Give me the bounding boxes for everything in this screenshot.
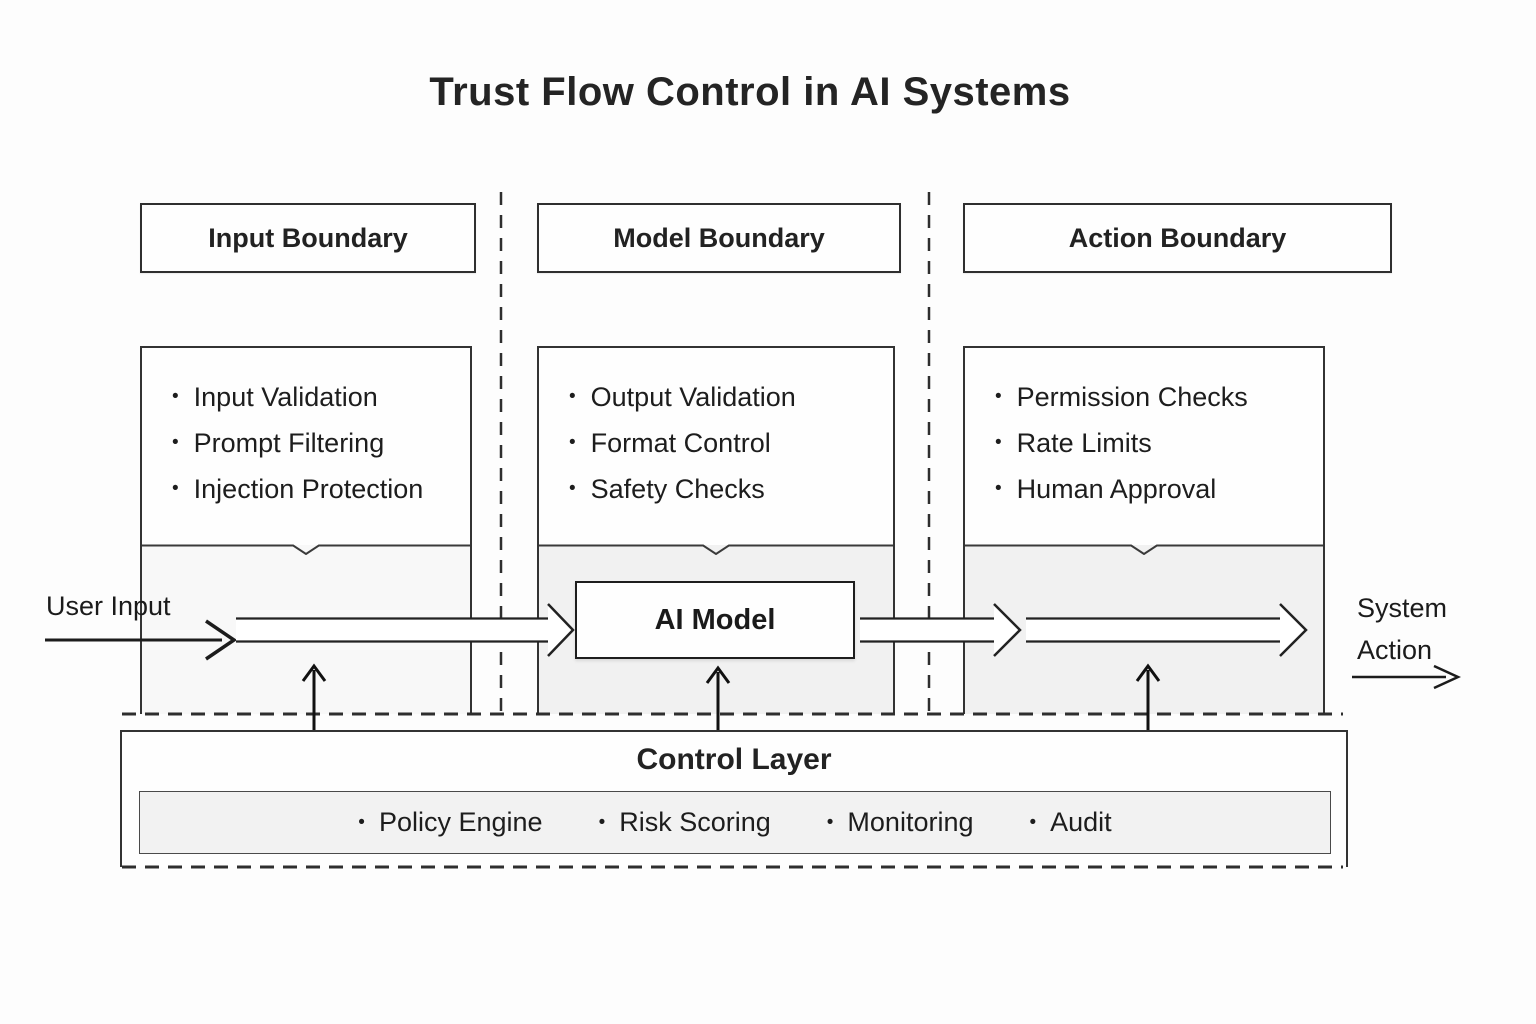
model-boundary-list: • Output Validation • Format Control • Safe… — [539, 348, 893, 512]
control-layer-items: • Policy Engine • Risk Scoring • Monitoring… — [139, 791, 1331, 854]
bullet-icon: • — [995, 478, 1002, 499]
bullet-icon: • — [172, 478, 179, 499]
list-item: • Output Validation — [569, 374, 883, 420]
model-boundary-header: Model Boundary — [537, 203, 901, 273]
control-item: • Monitoring — [827, 807, 974, 838]
list-item-label: Safety Checks — [590, 473, 765, 504]
list-item: • Permission Checks — [995, 374, 1313, 420]
divider-notch-icon — [965, 544, 1323, 555]
page-title: Trust Flow Control in AI Systems — [429, 70, 1071, 114]
list-item-label: Permission Checks — [1016, 381, 1248, 412]
bullet-icon: • — [826, 811, 834, 833]
list-item: • Format Control — [569, 420, 883, 466]
bullet-icon: • — [995, 432, 1002, 453]
action-boundary-list: • Permission Checks • Rate Limits • Human A… — [965, 348, 1323, 512]
bullet-icon: • — [172, 432, 179, 453]
list-item: • Input Validation — [172, 374, 460, 420]
list-item: • Prompt Filtering — [172, 420, 460, 466]
control-item: • Policy Engine — [358, 807, 542, 838]
list-item: • Human Approval — [995, 466, 1313, 512]
control-item-label: Audit — [1050, 807, 1112, 837]
list-item-label: Human Approval — [1016, 473, 1217, 504]
bullet-icon: • — [569, 478, 576, 499]
action-boundary-header-label: Action Boundary — [1068, 222, 1287, 253]
input-boundary-list: • Input Validation • Prompt Filtering • Inj… — [142, 348, 470, 512]
list-item: • Injection Protection — [172, 466, 460, 512]
input-boundary-flow-zone — [142, 545, 470, 714]
list-item-label: Format Control — [590, 427, 771, 458]
model-boundary-header-label: Model Boundary — [613, 222, 825, 253]
action-boundary-header: Action Boundary — [963, 203, 1392, 273]
control-layer-title: Control Layer — [636, 743, 832, 776]
input-boundary-header-label: Input Boundary — [208, 222, 408, 253]
ai-model-label: AI Model — [654, 603, 776, 636]
control-item-label: Policy Engine — [378, 807, 543, 837]
list-item-label: Output Validation — [590, 381, 796, 412]
control-item: • Risk Scoring — [599, 807, 771, 838]
list-item-label: Rate Limits — [1016, 427, 1152, 458]
list-item: • Rate Limits — [995, 420, 1313, 466]
list-item-label: Injection Protection — [193, 473, 424, 504]
user-input-label: User Input — [46, 591, 171, 621]
control-item-label: Risk Scoring — [619, 807, 771, 837]
input-boundary-header: Input Boundary — [140, 203, 476, 273]
list-item-label: Input Validation — [193, 381, 378, 412]
action-boundary-flow-zone — [965, 545, 1323, 714]
divider-notch-icon — [539, 544, 893, 555]
divider-notch-icon — [142, 544, 470, 555]
list-item-label: Prompt Filtering — [193, 427, 385, 458]
control-layer-panel: Control Layer • Policy Engine • Risk Scori… — [120, 730, 1348, 867]
bullet-icon: • — [358, 811, 365, 833]
system-action-label: System Action — [1357, 593, 1448, 665]
action-boundary-panel: • Permission Checks • Rate Limits • Human A… — [963, 346, 1325, 714]
bullet-icon: • — [1029, 811, 1037, 833]
bullet-icon: • — [569, 432, 576, 453]
bullet-icon: • — [598, 811, 606, 833]
bullet-icon: • — [995, 386, 1002, 407]
ai-model-node: AI Model — [575, 581, 855, 659]
bullet-icon: • — [172, 386, 179, 407]
control-item-label: Monitoring — [847, 807, 974, 837]
control-item: • Audit — [1029, 807, 1111, 838]
bullet-icon: • — [569, 386, 576, 407]
input-boundary-panel: • Input Validation • Prompt Filtering • Inj… — [140, 346, 472, 714]
list-item: • Safety Checks — [569, 466, 883, 512]
